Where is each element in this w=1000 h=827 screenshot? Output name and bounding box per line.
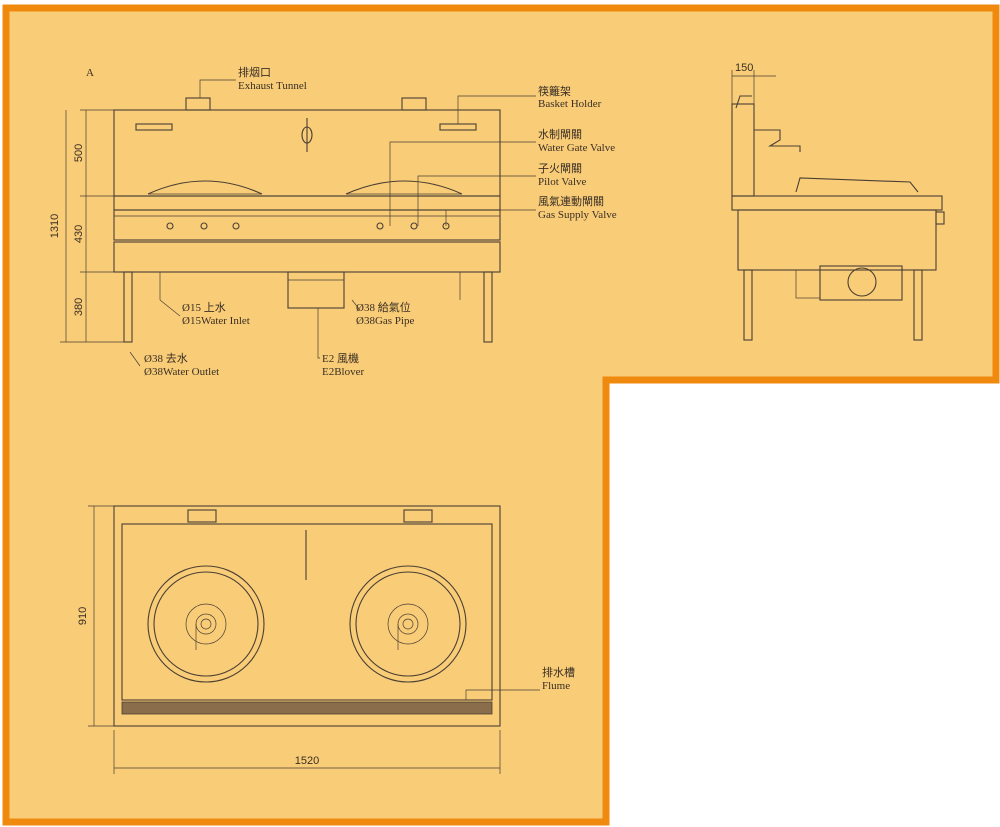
label-exhaust-zh: 排烟口 — [238, 65, 271, 79]
corner-mark: A — [86, 67, 94, 79]
label-flume-en: Flume — [542, 680, 570, 692]
label-blower-zh: E2 風機 — [322, 351, 359, 365]
label-gas-pipe-en: Ø38Gas Pipe — [356, 315, 414, 327]
dim-middle: 430 — [73, 225, 85, 243]
label-water-gate-zh: 水制閘關 — [538, 128, 582, 141]
label-gas-supply-en: Gas Supply Valve — [538, 209, 617, 221]
front-elevation: 1310 500 430 380 — [49, 79, 536, 367]
label-pilot-zh: 子火閘關 — [538, 162, 582, 175]
plan-view — [88, 505, 540, 774]
label-water-inlet-en: Ø15Water Inlet — [182, 315, 250, 327]
label-water-outlet-zh: Ø38 去水 — [144, 352, 188, 365]
label-gas-pipe-zh: Ø38 給氣位 — [356, 300, 411, 314]
label-water-outlet-en: Ø38Water Outlet — [144, 366, 219, 378]
dim-total-height: 1310 — [49, 214, 61, 238]
label-blower-en: E2Blover — [322, 366, 364, 378]
label-basket-zh: 筷籬架 — [538, 84, 571, 98]
dim-side-depth: 150 — [735, 62, 753, 74]
dim-plan-depth: 910 — [77, 607, 89, 625]
label-gas-supply-zh: 風氣連動閘關 — [538, 194, 604, 208]
dim-plan-width: 1520 — [295, 755, 319, 767]
side-elevation — [731, 70, 945, 341]
paper-sheet — [2, 4, 1000, 826]
label-water-gate-en: Water Gate Valve — [538, 142, 615, 154]
label-exhaust-en: Exhaust Tunnel — [238, 80, 307, 92]
label-pilot-en: Pilot Valve — [538, 176, 587, 188]
label-flume-zh: 排水槽 — [542, 665, 575, 679]
dim-lower: 380 — [73, 298, 85, 316]
label-basket-en: Basket Holder — [538, 98, 602, 110]
dim-upper: 500 — [73, 144, 85, 162]
label-water-inlet-zh: Ø15 上水 — [182, 301, 226, 314]
